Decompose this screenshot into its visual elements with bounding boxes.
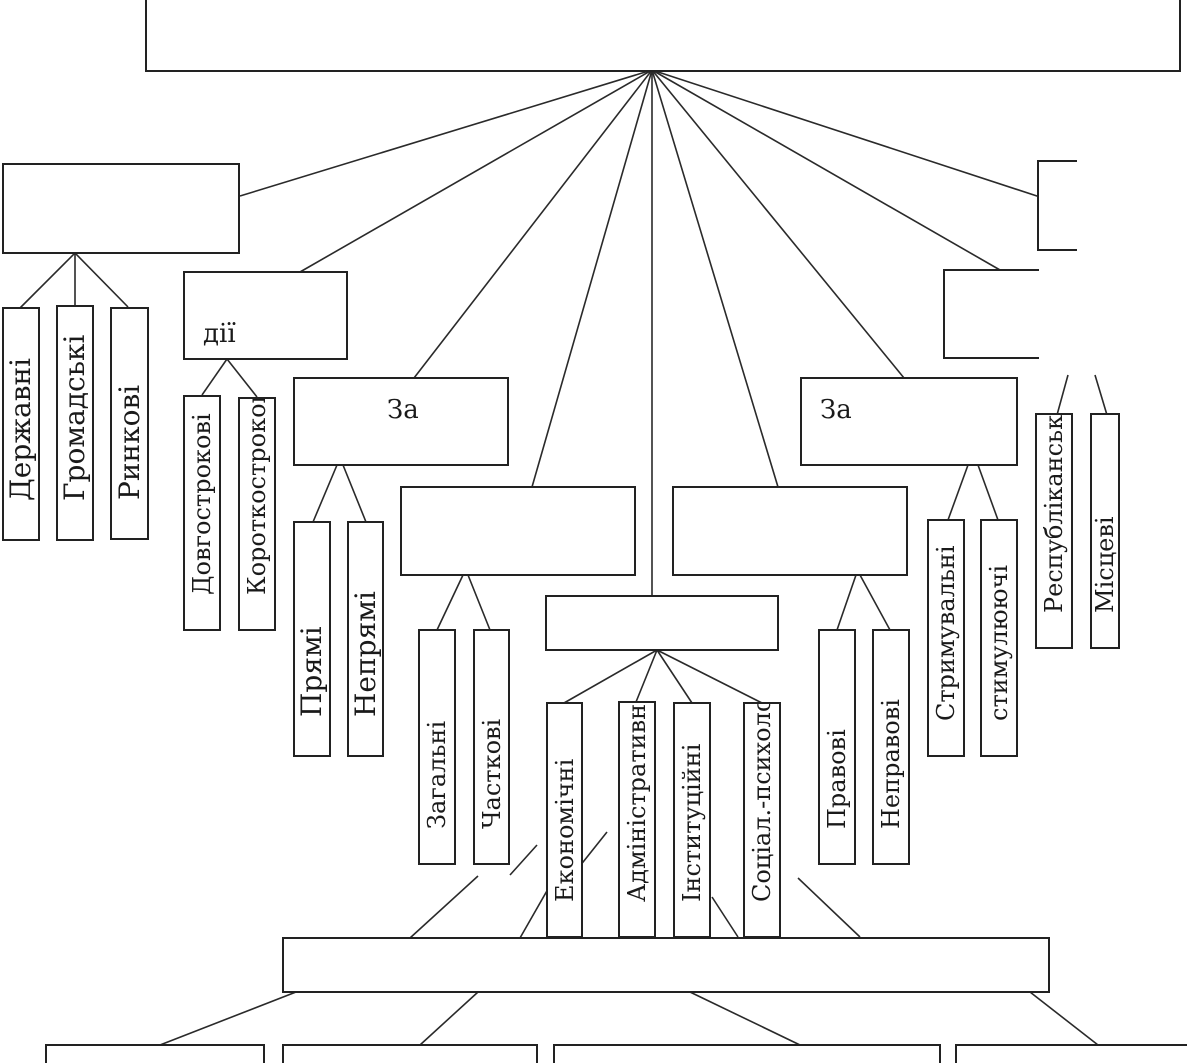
leaf-non-legal: Неправові [872,629,910,865]
bottom-box-1 [45,1044,265,1063]
category-box-by-level-upper [1037,160,1077,251]
leaf-direct: Прямі [293,521,331,757]
leaf-public: Громадські [56,305,94,541]
leaf-stimulating: стимулюючі [980,519,1018,757]
category-box-by-level-lower [943,269,1039,359]
leaf-republican: Республіканські [1035,413,1073,649]
leaf-partial: Часткові [473,629,510,865]
bottom-box-4 [955,1044,1187,1063]
category-label-stimulus-effect: За [820,395,852,425]
category-label-action-duration: дії [203,319,236,349]
leaf-local: Місцеві [1090,413,1120,649]
category-box-by-content [545,595,779,651]
category-box-by-subject [2,163,240,254]
category-label-direct-effect: За [387,395,419,425]
category-box-by-action-duration: дії [183,271,348,360]
leaf-short-term: Короткострокові [238,397,276,631]
leaf-restraining: Стримувальні [927,519,965,757]
leaf-socio-psychological: Соціал.-психолог. [743,702,781,938]
root-header-box [145,0,1181,72]
category-box-by-scope [400,486,636,576]
leaf-indirect: Непрямі [347,521,384,757]
leaf-legal: Правові [818,629,856,865]
leaf-economic: Економічні [546,702,583,938]
leaf-administrative: Адміністративні [618,701,656,938]
leaf-general: Загальні [418,629,456,865]
category-box-by-legal-form [672,486,908,576]
category-box-by-direct-effect: За [293,377,509,466]
leaf-long-term: Довгострокові [183,395,221,631]
leaf-state: Державні [2,307,40,541]
bottom-box-2 [282,1044,538,1063]
bottom-category-bar [282,937,1050,993]
bottom-box-3 [553,1044,941,1063]
leaf-market: Ринкові [110,307,149,540]
leaf-institutional: Інституційні [673,702,711,938]
category-box-by-stimulus-effect: За [800,377,1018,466]
